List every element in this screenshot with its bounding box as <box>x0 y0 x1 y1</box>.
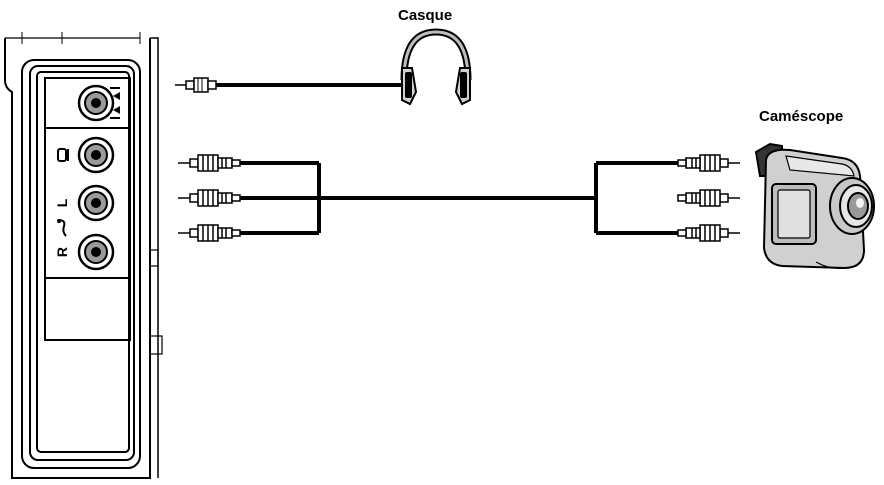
av-cable <box>240 161 678 235</box>
rca-plugs-left <box>178 154 241 242</box>
jack-label-left: L <box>54 198 70 207</box>
camcorder-icon <box>754 142 875 270</box>
tv-side-panel <box>4 32 163 479</box>
headphones-icon <box>400 28 472 106</box>
headphone-jack <box>77 84 120 122</box>
jack-label-right: R <box>54 247 70 257</box>
camcorder-label: Caméscope <box>759 108 844 125</box>
audio-symbol-icon <box>57 219 67 237</box>
audio-left-jack <box>77 184 115 222</box>
rca-plugs-right <box>677 154 740 242</box>
audio-right-jack <box>77 233 115 271</box>
headphones-label: Casque <box>398 7 453 24</box>
video-symbol-icon <box>57 148 69 162</box>
video-jack <box>77 136 115 174</box>
headphone-cable <box>175 77 402 93</box>
